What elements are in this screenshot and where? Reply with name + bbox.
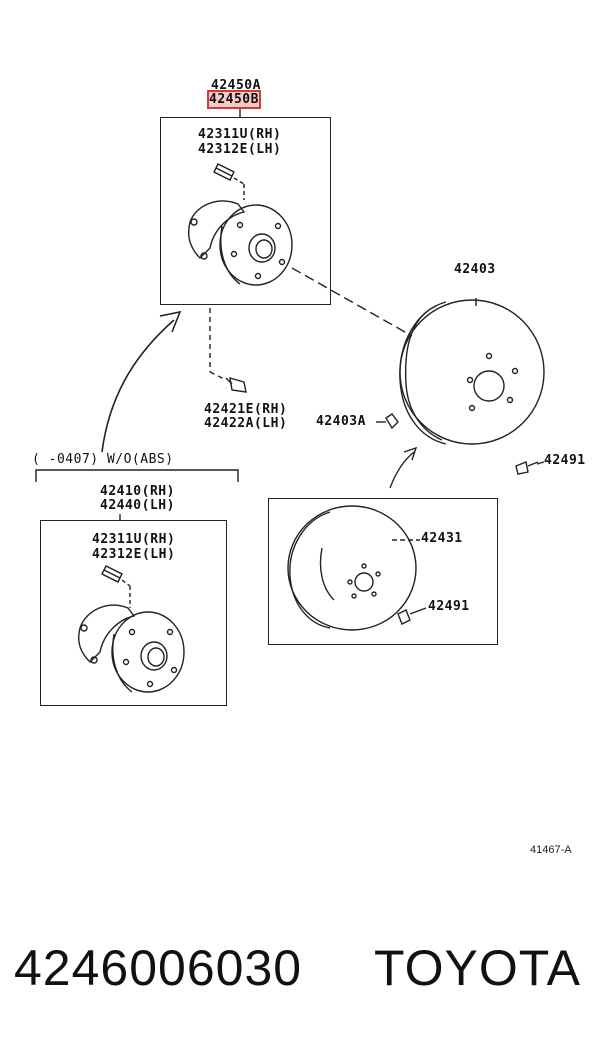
- label-lower-hub-bolt-lh: 42312E(LH): [92, 547, 176, 562]
- top-hub-illustration: [188, 163, 293, 286]
- label-bolt-lh: 42422A(LH): [204, 416, 288, 431]
- label-drum-plug: 42403A: [316, 414, 366, 429]
- lower-hub-illustration: [78, 565, 185, 693]
- bolt-illustration: [225, 377, 247, 393]
- figure-reference: 41467-A: [530, 844, 572, 856]
- label-assembly-a: 42450A: [211, 78, 261, 93]
- label-screw-right: 42491: [544, 453, 586, 468]
- disc-box: [268, 498, 498, 645]
- label-variant-note: ( -0407) W/O(ABS): [32, 452, 174, 467]
- hub-drum-leader: [291, 267, 413, 337]
- label-disc: 42431: [421, 531, 463, 546]
- label-hub-lh: 42440(LH): [100, 498, 175, 513]
- disc-illustration: [287, 505, 420, 631]
- small-arrow: [389, 451, 415, 489]
- label-assembly-b-highlighted: 42450B: [207, 90, 261, 109]
- lower-hub-box: [40, 520, 227, 706]
- screw-illustration: [515, 461, 539, 475]
- label-top-hub-bolt-rh: 42311U(RH): [198, 127, 282, 142]
- plug-illustration: [385, 413, 399, 430]
- label-disc-screw: 42491: [428, 599, 470, 614]
- variant-bracket: [35, 469, 239, 482]
- part-number: 4246006030: [14, 940, 303, 996]
- label-hub-rh: 42410(RH): [100, 484, 175, 499]
- label-top-hub-bolt-lh: 42312E(LH): [198, 142, 282, 157]
- label-bolt-rh: 42421E(RH): [204, 402, 288, 417]
- top-hub-box: [160, 117, 331, 305]
- disc-screw-illustration: [397, 607, 427, 625]
- drum-illustration: [399, 298, 545, 445]
- curved-arrow: [101, 319, 175, 453]
- brand-name: TOYOTA: [374, 940, 581, 996]
- label-drum: 42403: [454, 262, 496, 277]
- label-lower-hub-bolt-rh: 42311U(RH): [92, 532, 176, 547]
